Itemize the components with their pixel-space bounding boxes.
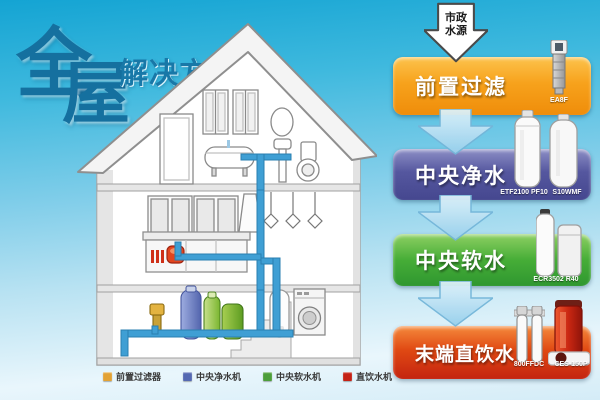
pendant-lamps bbox=[263, 192, 323, 229]
legend-swatch-green-icon bbox=[263, 372, 273, 381]
pedestal-sink-icon bbox=[273, 138, 292, 183]
washing-machine-icon bbox=[293, 288, 326, 336]
attic-bathroom bbox=[159, 89, 320, 185]
product-model-label: 800FFDC bbox=[513, 361, 545, 368]
legend-item-softener: 中央软水机 bbox=[263, 370, 321, 383]
page-title-char-2: 屋 bbox=[62, 56, 131, 132]
legend-swatch-orange-icon bbox=[103, 372, 112, 381]
kitchen-counter bbox=[142, 231, 251, 273]
water-flow-arrow-icon bbox=[418, 195, 493, 241]
product-purifier-etf2100 bbox=[514, 110, 541, 188]
product-drinking-machine-ces150p bbox=[548, 300, 590, 366]
product-softener-ecr3502 bbox=[536, 209, 582, 277]
flow-step-label: 中央软水 bbox=[415, 250, 507, 273]
house-roof bbox=[77, 23, 377, 174]
water-flow-arrow-icon bbox=[418, 109, 493, 155]
product-model-label: ETF2100 PF10 bbox=[500, 189, 548, 196]
attic-door bbox=[159, 113, 194, 185]
product-undersink-filter-800ffdc bbox=[514, 306, 545, 363]
flow-step-label: 中央净水 bbox=[415, 164, 507, 188]
municipal-source-arrow-icon bbox=[424, 2, 488, 63]
flow-step-label: 末端直饮水 bbox=[415, 344, 516, 365]
water-flow-arrow-icon bbox=[418, 281, 493, 327]
legend-label: 中央净水机 bbox=[196, 372, 242, 382]
product-model-label: S10WMF bbox=[552, 189, 582, 196]
product-model-label: CES-150P bbox=[554, 361, 588, 368]
legend-label: 直饮水机 bbox=[356, 372, 393, 382]
mirror-icon bbox=[270, 107, 294, 137]
legend-item-prefilter: 前置过滤器 bbox=[103, 370, 161, 383]
floor-slabs bbox=[96, 183, 361, 366]
upper-cabinets bbox=[147, 195, 239, 237]
flow-step-label: 前置过滤 bbox=[415, 76, 507, 99]
central-purifier-tank bbox=[180, 285, 202, 340]
legend-item-purifier: 中央净水机 bbox=[183, 370, 241, 383]
toilet-icon bbox=[296, 141, 320, 182]
product-model-label: EA8F bbox=[550, 97, 568, 104]
product-purifier-s10wmf bbox=[549, 114, 578, 188]
page-title-char-1: 全 bbox=[16, 22, 92, 107]
municipal-source-label: 市政水源 bbox=[445, 12, 467, 37]
legend-label: 中央软水机 bbox=[276, 372, 322, 382]
house-illustration bbox=[77, 23, 377, 366]
legend-label: 前置过滤器 bbox=[116, 372, 162, 382]
legend-swatch-red-icon bbox=[343, 372, 353, 381]
legend: 前置过滤器 中央净水机 中央软水机 直饮水机 bbox=[103, 370, 403, 383]
water-pipes bbox=[120, 153, 294, 357]
attic-windows bbox=[202, 89, 259, 135]
legend-swatch-blue-icon bbox=[183, 372, 193, 381]
product-prefilter-ea8f bbox=[550, 40, 568, 95]
product-model-label: ECR3502 R40 bbox=[533, 276, 579, 283]
legend-item-drinking: 直饮水机 bbox=[343, 370, 392, 383]
